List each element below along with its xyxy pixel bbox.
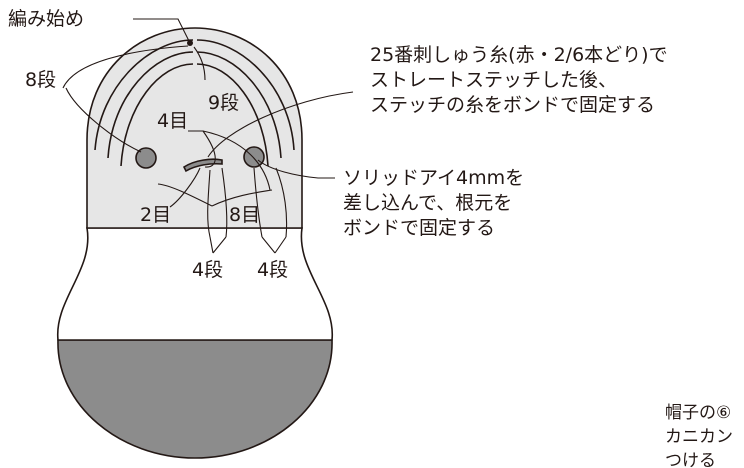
leader-rows-4-right-bracket [253,167,288,238]
label-rows-8: 8段 [25,69,56,91]
left-eye [135,147,157,169]
leader-rows-9 [193,46,206,81]
leader-rows-4-right [261,236,287,254]
label-rows-4-right: 4段 [257,259,288,281]
label-stitches-2: 2目 [140,204,171,226]
label-embroidery-line3: ステッチの糸をボンドで固定する [370,94,655,116]
right-eye [243,146,265,168]
hat-band-left-3 [120,63,194,167]
leader-rows-4-left-bracket [207,167,228,238]
label-hat-line3: つける [665,451,716,468]
label-embroidery-line1: 25番刺しゅう糸(赤・2/6本どり)で [370,44,668,66]
leader-lines [62,18,354,254]
label-cast-on: 編み始め [8,8,84,30]
label-eye-line1: ソリッドアイ4mmを [343,167,524,189]
leader-stitches-8-a [157,183,213,207]
label-hat-line2: カニカン [665,427,733,447]
leader-stitches-2 [169,167,201,208]
label-rows-4-left: 4段 [192,259,223,281]
leader-embroidery [207,91,354,158]
label-stitches-4: 4目 [157,110,188,132]
label-eye-line2: 差し込んで、根元を [343,192,512,214]
hat-stitch-bands [94,39,295,167]
body-bottom-grey [57,339,333,459]
hat-band-right-1 [196,39,295,151]
hat-band-left-2 [107,51,194,159]
leader-rows-4-left [209,236,227,254]
leader-rows-8b [65,87,142,153]
leader-eye [257,159,335,179]
label-eye-line3: ボンドで固定する [343,217,495,239]
leader-cast-on [133,18,191,44]
body-middle-white [57,227,333,341]
leader-stitches-8-b [211,189,273,207]
hat-band-right-3 [196,63,269,167]
label-embroidery-line2: ストレートステッチした後、 [370,69,617,91]
hat-band-right-2 [196,51,282,159]
leader-stitches-4-b [202,130,271,191]
label-hat-line1: 帽子の⑥ [665,403,731,423]
face-area [86,27,303,229]
leader-rows-8 [62,45,189,89]
hat-band-left-1 [94,39,194,151]
label-stitches-8: 8目 [229,204,260,226]
label-rows-9: 9段 [208,92,239,114]
mouth-stitch [182,158,223,173]
